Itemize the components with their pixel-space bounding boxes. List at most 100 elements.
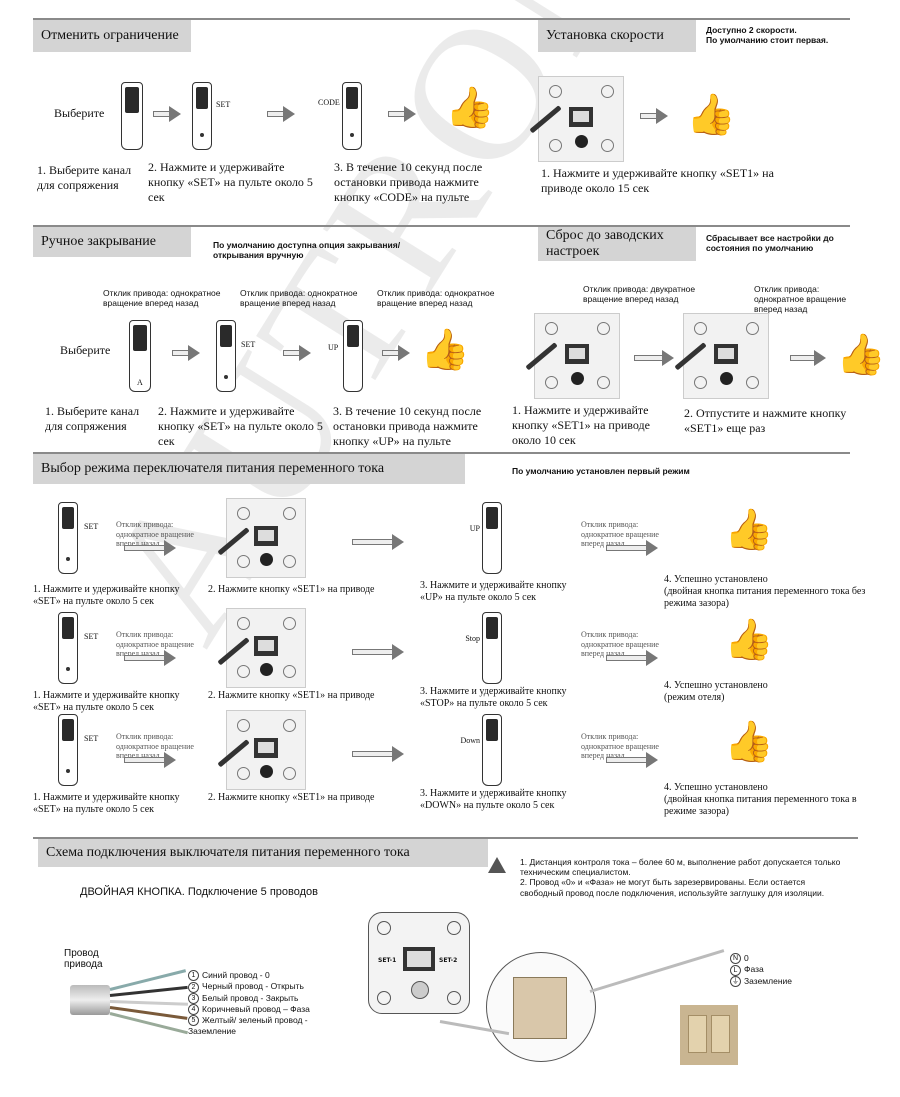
remote-illustration: A <box>129 320 151 392</box>
wire-line <box>109 1000 189 1006</box>
manual-step-2: 2. Нажмите и удерживайте кнопку «SET» на… <box>158 404 323 448</box>
thumbs-up-icon: 👍 <box>445 85 495 131</box>
motor-head-illustration <box>217 710 306 790</box>
mains-item: ⏚Заземление <box>730 976 792 988</box>
speed-note: Доступно 2 скорости. По умолчанию стоит … <box>706 25 829 46</box>
thumbs-up-icon: 👍 <box>420 327 470 373</box>
remote-illustration <box>216 320 236 392</box>
wiring-warning: 1. Дистанция контроля тока – более 60 м,… <box>520 857 841 898</box>
arrow-icon <box>640 108 668 124</box>
arrow-icon <box>382 345 410 361</box>
ac-step-2: 2. Нажмите кнопку «SET1» на приводе <box>208 792 375 803</box>
cancel-step-3: 3. В течение 10 секунд после остановки п… <box>334 160 483 204</box>
motor-head-illustration <box>529 76 624 162</box>
switch-box-illustration <box>486 952 596 1062</box>
set1-label: SET-1 <box>378 957 397 964</box>
thumbs-up-icon: 👍 <box>836 332 886 378</box>
arrow-icon <box>634 350 674 366</box>
manual-close-note: По умолчанию доступна опция закрывания/ … <box>213 240 401 261</box>
remote-illustration <box>58 714 78 786</box>
set-label: SET <box>216 100 231 109</box>
select-label: Выберите <box>60 343 111 357</box>
wire-label: Белый провод - Закрыть <box>202 992 299 1003</box>
remote-button-label: Stop <box>465 634 480 643</box>
arrow-icon <box>606 540 658 556</box>
mains-label: Фаза <box>744 964 764 975</box>
thumbs-up-icon: 👍 <box>724 617 774 663</box>
arrow-icon <box>124 540 176 556</box>
ac-step-1: 1. Нажмите и удерживайте кнопку «SET» на… <box>33 690 180 713</box>
arrow-icon <box>790 350 826 366</box>
response-text: Отклик привода: двукратное вращение впер… <box>583 284 696 305</box>
top-rule <box>33 18 850 20</box>
wire-title: Провод привода <box>64 948 103 970</box>
motor-head-illustration <box>674 313 769 399</box>
arrow-icon <box>352 746 404 762</box>
response-text: Отклик привода: однократное вращение впе… <box>116 520 194 549</box>
wire-label: Черный провод - Открыть <box>202 981 304 992</box>
motor-head-illustration <box>217 498 306 578</box>
speed-header: Установка скорости <box>538 20 696 52</box>
set-label: SET <box>241 340 256 349</box>
thumbs-up-icon: 👍 <box>724 507 774 553</box>
wiring-subtitle: ДВОЙНАЯ КНОПКА. Подключение 5 проводов <box>80 886 318 898</box>
manual-step-3: 3. В течение 10 секунд после остановки п… <box>333 404 482 448</box>
arrow-icon <box>283 345 311 361</box>
response-text: Отклик привода: однократное вращение впе… <box>116 732 194 761</box>
ac-step-3: 3. Нажмите и удерживайте кнопку «DOWN» н… <box>420 788 567 811</box>
motor-head-illustration <box>217 608 306 688</box>
arrow-icon <box>606 752 658 768</box>
reset-step-2: 2. Отпустите и нажмите кнопку «SET1» еще… <box>684 406 847 435</box>
remote-illustration <box>343 320 363 392</box>
mains-symbol: L <box>730 964 741 976</box>
wire-number: 2 <box>188 981 199 993</box>
response-text: Отклик привода: однократное вращение впе… <box>581 630 659 659</box>
arrow-icon <box>124 650 176 666</box>
factory-reset-note: Сбрасывает все настройки до состояния по… <box>706 233 834 254</box>
up-label: UP <box>328 343 339 352</box>
wire-line <box>589 949 725 993</box>
remote-illustration <box>482 612 502 684</box>
arrow-icon <box>124 752 176 768</box>
ac-mode-note: По умолчанию установлен первый режим <box>512 466 690 476</box>
ac-result: 4. Успешно установлено (двойная кнопка п… <box>664 574 866 609</box>
section-rule <box>33 837 858 839</box>
remote-illustration <box>121 82 143 150</box>
ac-step-2: 2. Нажмите кнопку «SET1» на приводе <box>208 584 375 595</box>
cancel-step-1: 1. Выберите канал для сопряжения <box>37 163 132 192</box>
remote-button-label: UP <box>469 524 480 533</box>
remote-button-label: Down <box>460 736 480 745</box>
ac-step-2: 2. Нажмите кнопку «SET1» на приводе <box>208 690 375 701</box>
wire-number: 3 <box>188 992 199 1004</box>
wire-label: Коричневый провод – Фаза <box>202 1003 310 1014</box>
wire-number: 4 <box>188 1004 199 1015</box>
arrow-icon <box>388 106 416 122</box>
response-text: Отклик привода: однократное вращение впе… <box>754 284 847 315</box>
remote-illustration <box>342 82 362 150</box>
ac-step-1: 1. Нажмите и удерживайте кнопку «SET» на… <box>33 584 180 607</box>
factory-reset-header: Сброс до заводских настроек <box>538 227 696 261</box>
ac-mode-header: Выбор режима переключателя питания перем… <box>33 454 465 484</box>
set-label: SET <box>84 632 99 641</box>
mains-label: 0 <box>744 953 749 963</box>
ac-result: 4. Успешно установлено (режим отеля) <box>664 680 768 703</box>
remote-illustration <box>58 612 78 684</box>
response-text: Отклик привода: однократное вращение впе… <box>103 288 221 309</box>
manual-close-header: Ручное закрывание <box>33 227 191 257</box>
wire-number: 5 <box>188 1015 199 1027</box>
response-text: Отклик привода: однократное вращение впе… <box>377 288 495 309</box>
arrow-icon <box>172 345 200 361</box>
cancel-step-2: 2. Нажмите и удерживайте кнопку «SET» на… <box>148 160 313 204</box>
select-label: Выберите <box>54 106 105 120</box>
motor-head-illustration <box>525 313 620 399</box>
ac-result: 4. Успешно установлено (двойная кнопка п… <box>664 782 857 817</box>
remote-channel-label: A <box>137 378 143 387</box>
ac-step-3: 3. Нажмите и удерживайте кнопку «STOP» н… <box>420 686 567 709</box>
speed-step: 1. Нажмите и удерживайте кнопку «SET1» н… <box>541 166 774 195</box>
arrow-icon <box>352 644 404 660</box>
response-text: Отклик привода: однократное вращение впе… <box>581 732 659 761</box>
